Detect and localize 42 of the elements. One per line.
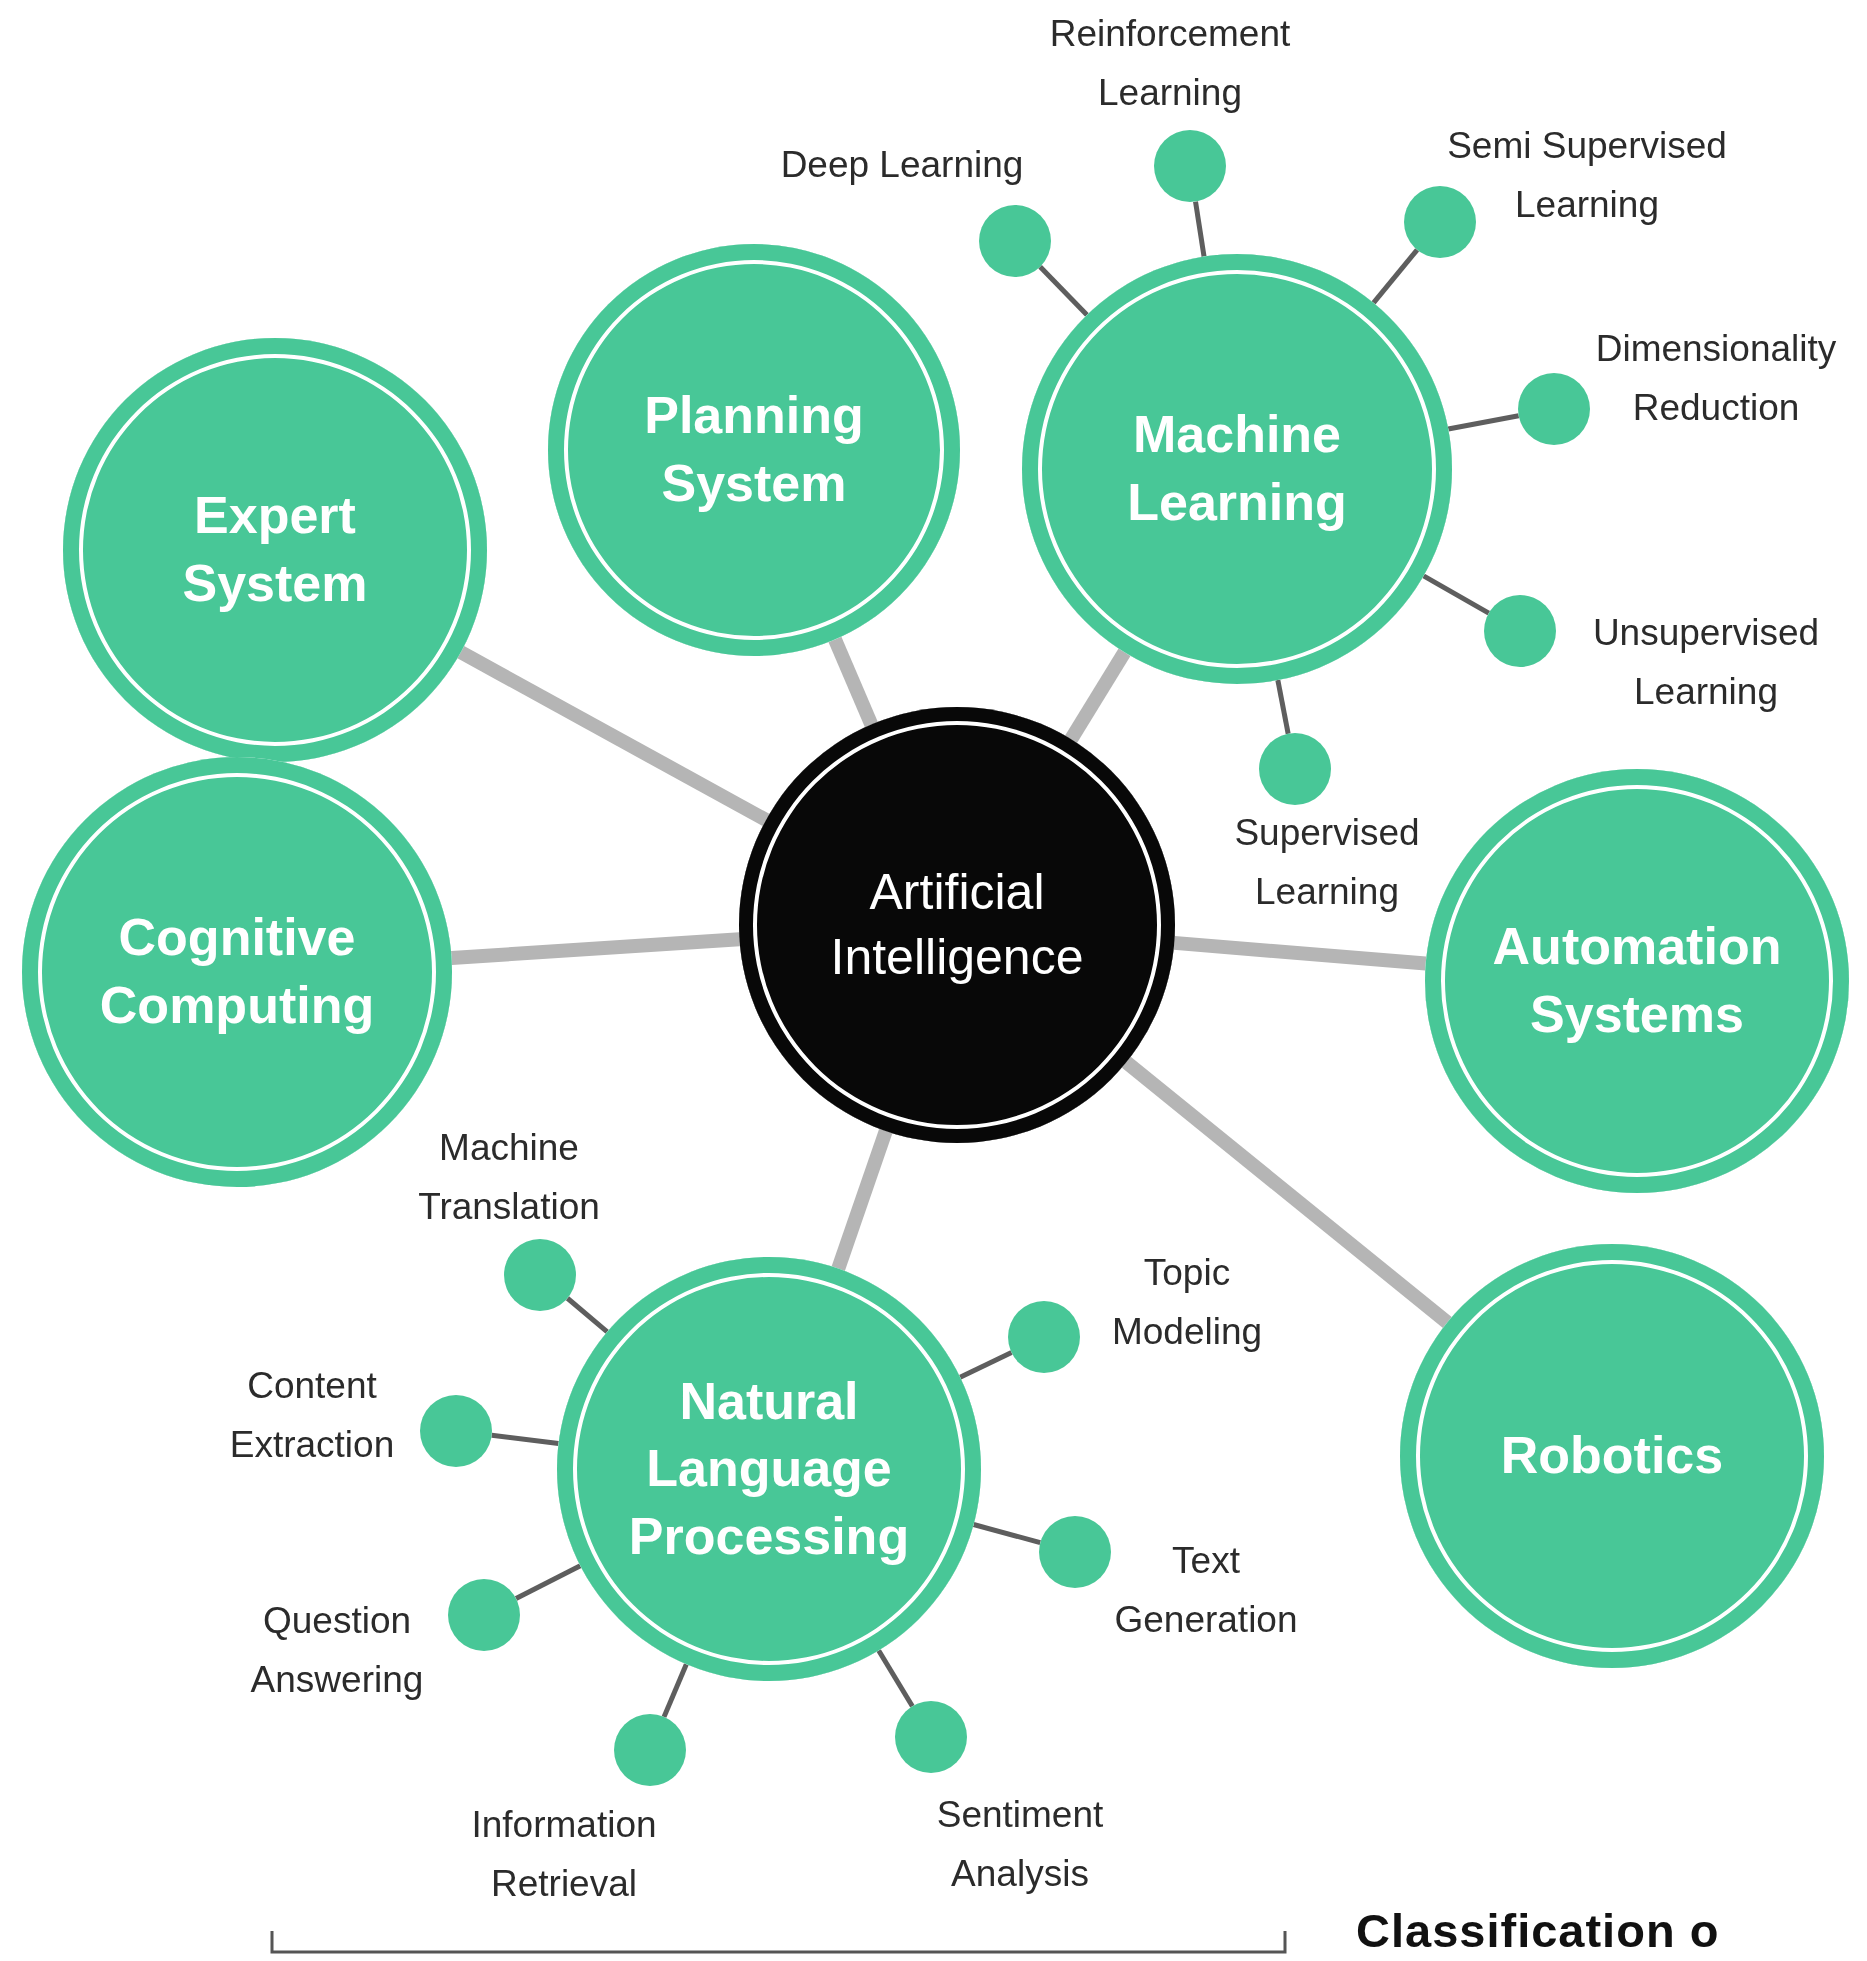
- node-caption: Semi Supervised Learning: [1446, 123, 1728, 227]
- connector-line: [1371, 248, 1420, 305]
- connector-line: [876, 1649, 915, 1708]
- circle-label: Cognitive Computing: [98, 907, 376, 1036]
- node-caption: Sentiment Analysis: [935, 1792, 1105, 1896]
- node-caption: Supervised Learning: [1233, 810, 1421, 914]
- node-caption: Text Generation: [1113, 1538, 1299, 1642]
- node-caption: Machine Translation: [417, 1125, 601, 1229]
- connector-line: [457, 646, 770, 827]
- connector-line: [831, 1128, 893, 1271]
- circle-label: Planning System: [643, 385, 865, 514]
- connector-line: [1275, 679, 1291, 735]
- circle-label: Machine Learning: [1126, 404, 1348, 533]
- connector-line: [1065, 648, 1131, 743]
- connector-line: [661, 1663, 689, 1718]
- connector-line: [1038, 265, 1089, 317]
- heading: Classification o: [1356, 1903, 1720, 1958]
- circle-label: Automation Systems: [1491, 916, 1783, 1045]
- node-caption: Reinforcement Learning: [1048, 11, 1292, 115]
- connector-line: [959, 1350, 1013, 1380]
- connector-line: [828, 636, 878, 728]
- circle-label: Natural Language Processing: [627, 1370, 911, 1567]
- connector-line: [1193, 201, 1207, 257]
- node-caption: Question Answering: [249, 1598, 425, 1702]
- circle-label: Expert System: [181, 485, 369, 614]
- connector-line: [565, 1296, 609, 1334]
- connector-line: [491, 1432, 559, 1446]
- connector-line: [1447, 413, 1520, 432]
- circle-label: Robotics: [1499, 1425, 1725, 1487]
- node-caption: Dimensionality Reduction: [1594, 326, 1838, 430]
- connector-line: [1173, 935, 1427, 971]
- node-caption: Deep Learning: [779, 143, 1025, 188]
- node-caption: Content Extraction: [228, 1363, 396, 1467]
- node-caption: Information Retrieval: [470, 1802, 658, 1906]
- connector-line: [1422, 573, 1490, 616]
- connector-line: [972, 1522, 1041, 1545]
- node-caption: Unsupervised Learning: [1591, 610, 1821, 714]
- connector-line: [514, 1563, 582, 1601]
- connector-line: [1121, 1056, 1452, 1328]
- node-caption: Topic Modeling: [1110, 1250, 1264, 1354]
- circle-label: Artificial Intelligence: [829, 863, 1085, 987]
- connector-line: [451, 932, 740, 965]
